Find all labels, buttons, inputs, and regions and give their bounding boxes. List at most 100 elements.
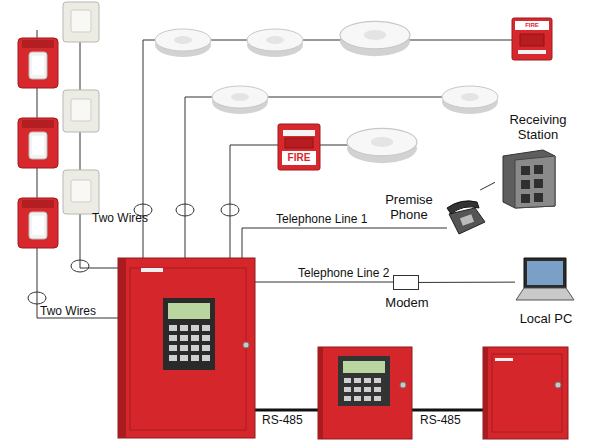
strobe-top — [22, 200, 54, 208]
key — [169, 335, 177, 341]
key — [180, 325, 188, 331]
pull-label-plate — [515, 21, 549, 30]
modem-box: Modem — [393, 275, 419, 290]
server-bay — [521, 194, 530, 203]
key — [344, 387, 351, 392]
smoke-detector — [247, 29, 303, 57]
key — [374, 387, 381, 392]
wire-label: RS-485 — [262, 413, 303, 427]
panel-body — [118, 258, 255, 438]
red-strobe — [18, 38, 58, 88]
wire-label: RS-485 — [420, 413, 461, 427]
wire-label: Telephone Line 2 — [298, 266, 389, 280]
key — [374, 396, 381, 401]
panel-side — [483, 347, 488, 439]
rs485-cable — [255, 409, 318, 412]
device-marking: FIRE — [282, 152, 316, 164]
detector-wire — [230, 145, 360, 260]
remote-annunciator — [318, 347, 412, 439]
key — [364, 387, 371, 392]
strobe-body — [18, 198, 58, 248]
node-label: Receiving Station — [495, 112, 581, 142]
server-bay — [534, 165, 543, 174]
strobe-lamp — [32, 216, 44, 235]
pull-label-plate — [282, 151, 316, 165]
white-horn-strobe — [63, 90, 99, 132]
key — [169, 345, 177, 351]
panel-bezel — [338, 356, 390, 406]
key — [169, 325, 177, 331]
strobe-top — [22, 40, 54, 48]
key — [180, 335, 188, 341]
panel-keypad — [344, 378, 381, 401]
pull-plate — [518, 50, 546, 54]
strobe-body — [18, 118, 58, 168]
panel-lock — [400, 382, 406, 388]
pull-handle — [285, 138, 313, 148]
pull-body — [278, 124, 320, 170]
detector-center — [231, 93, 249, 101]
strobe-top — [22, 120, 54, 128]
server-body — [503, 150, 555, 208]
pull-station — [278, 124, 320, 170]
wire-pair-mark — [71, 260, 89, 272]
laptop-icon — [516, 258, 574, 300]
horn-lens — [71, 180, 91, 202]
strobe-lamp — [32, 136, 44, 155]
node-label: Modem — [377, 295, 437, 310]
panel-logo — [141, 268, 163, 272]
panel-logo — [495, 358, 513, 361]
strobe-lens — [29, 132, 47, 159]
detector-center — [364, 30, 387, 40]
server-bay — [534, 193, 543, 202]
key — [354, 396, 361, 401]
white-horn-strobe — [63, 170, 99, 214]
phone-keys — [460, 214, 474, 226]
wiring — [28, 20, 512, 318]
strobe-lens — [29, 212, 47, 239]
horn-body — [63, 90, 99, 132]
rs485-cable — [412, 409, 483, 412]
strobe-lens — [29, 52, 47, 79]
smoke-detector — [347, 128, 417, 163]
horn-body — [63, 170, 99, 214]
detector-top — [347, 128, 417, 156]
detector-top — [155, 29, 211, 51]
detector-center — [174, 36, 192, 44]
phone-icon — [447, 201, 485, 234]
panel-door — [130, 268, 246, 430]
server-bay — [521, 166, 530, 175]
wire-label: Two Wires — [40, 304, 96, 318]
horn-lens — [71, 99, 91, 121]
node-label: Premise Phone — [380, 192, 438, 222]
red-strobe — [18, 118, 58, 168]
telephone-wire — [255, 282, 393, 283]
node-label: Local PC — [509, 311, 583, 326]
server-bay — [521, 180, 530, 189]
key — [364, 396, 371, 401]
panel-screen — [343, 361, 385, 373]
pull-station — [512, 18, 552, 60]
phone-handset — [447, 201, 479, 214]
smoke-detector — [212, 86, 268, 114]
white-horn-strobe — [63, 2, 99, 42]
key — [202, 355, 210, 361]
expansion-cabinet — [483, 347, 568, 439]
pull-handle — [520, 34, 544, 46]
panel-side — [318, 347, 323, 439]
detector-top — [247, 29, 303, 51]
key — [354, 378, 361, 383]
connector-line — [419, 282, 515, 283]
main-fire-panel — [118, 258, 255, 438]
detector-center — [371, 137, 394, 147]
horn-wire — [80, 20, 120, 268]
panel-door — [492, 354, 562, 432]
wire-pair-mark — [28, 292, 46, 304]
server-icon — [503, 150, 555, 208]
smoke-detector — [340, 21, 410, 56]
wire-label: Telephone Line 1 — [276, 212, 367, 226]
telephone-wire — [242, 228, 447, 260]
server-bay — [534, 179, 543, 188]
